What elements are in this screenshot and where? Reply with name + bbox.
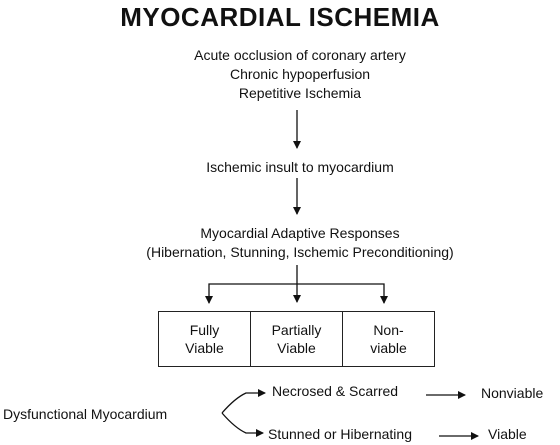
viability-cell-line1: Non- xyxy=(373,322,404,338)
arrow-dysfunctional-lower xyxy=(221,412,264,437)
adaptive-responses-title: Myocardial Adaptive Responses xyxy=(200,225,400,241)
causes-block: Acute occlusion of coronary artery Chron… xyxy=(0,46,560,103)
viability-cell-fully-viable: Fully Viable xyxy=(159,312,250,366)
arrow-dysfunctional-upper xyxy=(221,389,266,414)
arrow-branch-bar xyxy=(208,283,385,302)
stunned-hibernating-label: Stunned or Hibernating xyxy=(268,426,412,442)
adaptive-responses-subtitle: (Hibernation, Stunning, Ischemic Precond… xyxy=(146,244,454,260)
viability-table: Fully Viable Partially Viable Non- viabl… xyxy=(158,311,435,367)
nonviable-outcome-label: Nonviable xyxy=(481,385,544,401)
viability-cell-line2: Viable xyxy=(277,340,316,356)
diagram-title: MYOCARDIAL ISCHEMIA xyxy=(120,2,440,32)
necrosed-scarred-label: Necrosed & Scarred xyxy=(272,383,399,399)
viability-cell-line2: Viable xyxy=(185,340,224,356)
ischemic-insult-node: Ischemic insult to myocardium xyxy=(206,159,394,175)
viable-outcome-label: Viable xyxy=(488,426,527,442)
cause-chronic-hypoperfusion: Chronic hypoperfusion xyxy=(229,66,371,82)
viability-cell-line2: viable xyxy=(370,340,407,356)
viability-cell-partially-viable: Partially Viable xyxy=(250,312,342,366)
viability-cell-nonviable: Non- viable xyxy=(342,312,434,366)
viability-cell-line1: Partially xyxy=(271,322,322,338)
adaptive-responses-node: Myocardial Adaptive Responses (Hibernati… xyxy=(0,224,560,262)
viability-cell-line1: Fully xyxy=(189,322,220,338)
dysfunctional-myocardium-label: Dysfunctional Myocardium xyxy=(3,406,168,422)
cause-repetitive-ischemia: Repetitive Ischemia xyxy=(238,85,362,101)
cause-acute-occlusion: Acute occlusion of coronary artery xyxy=(194,47,406,63)
